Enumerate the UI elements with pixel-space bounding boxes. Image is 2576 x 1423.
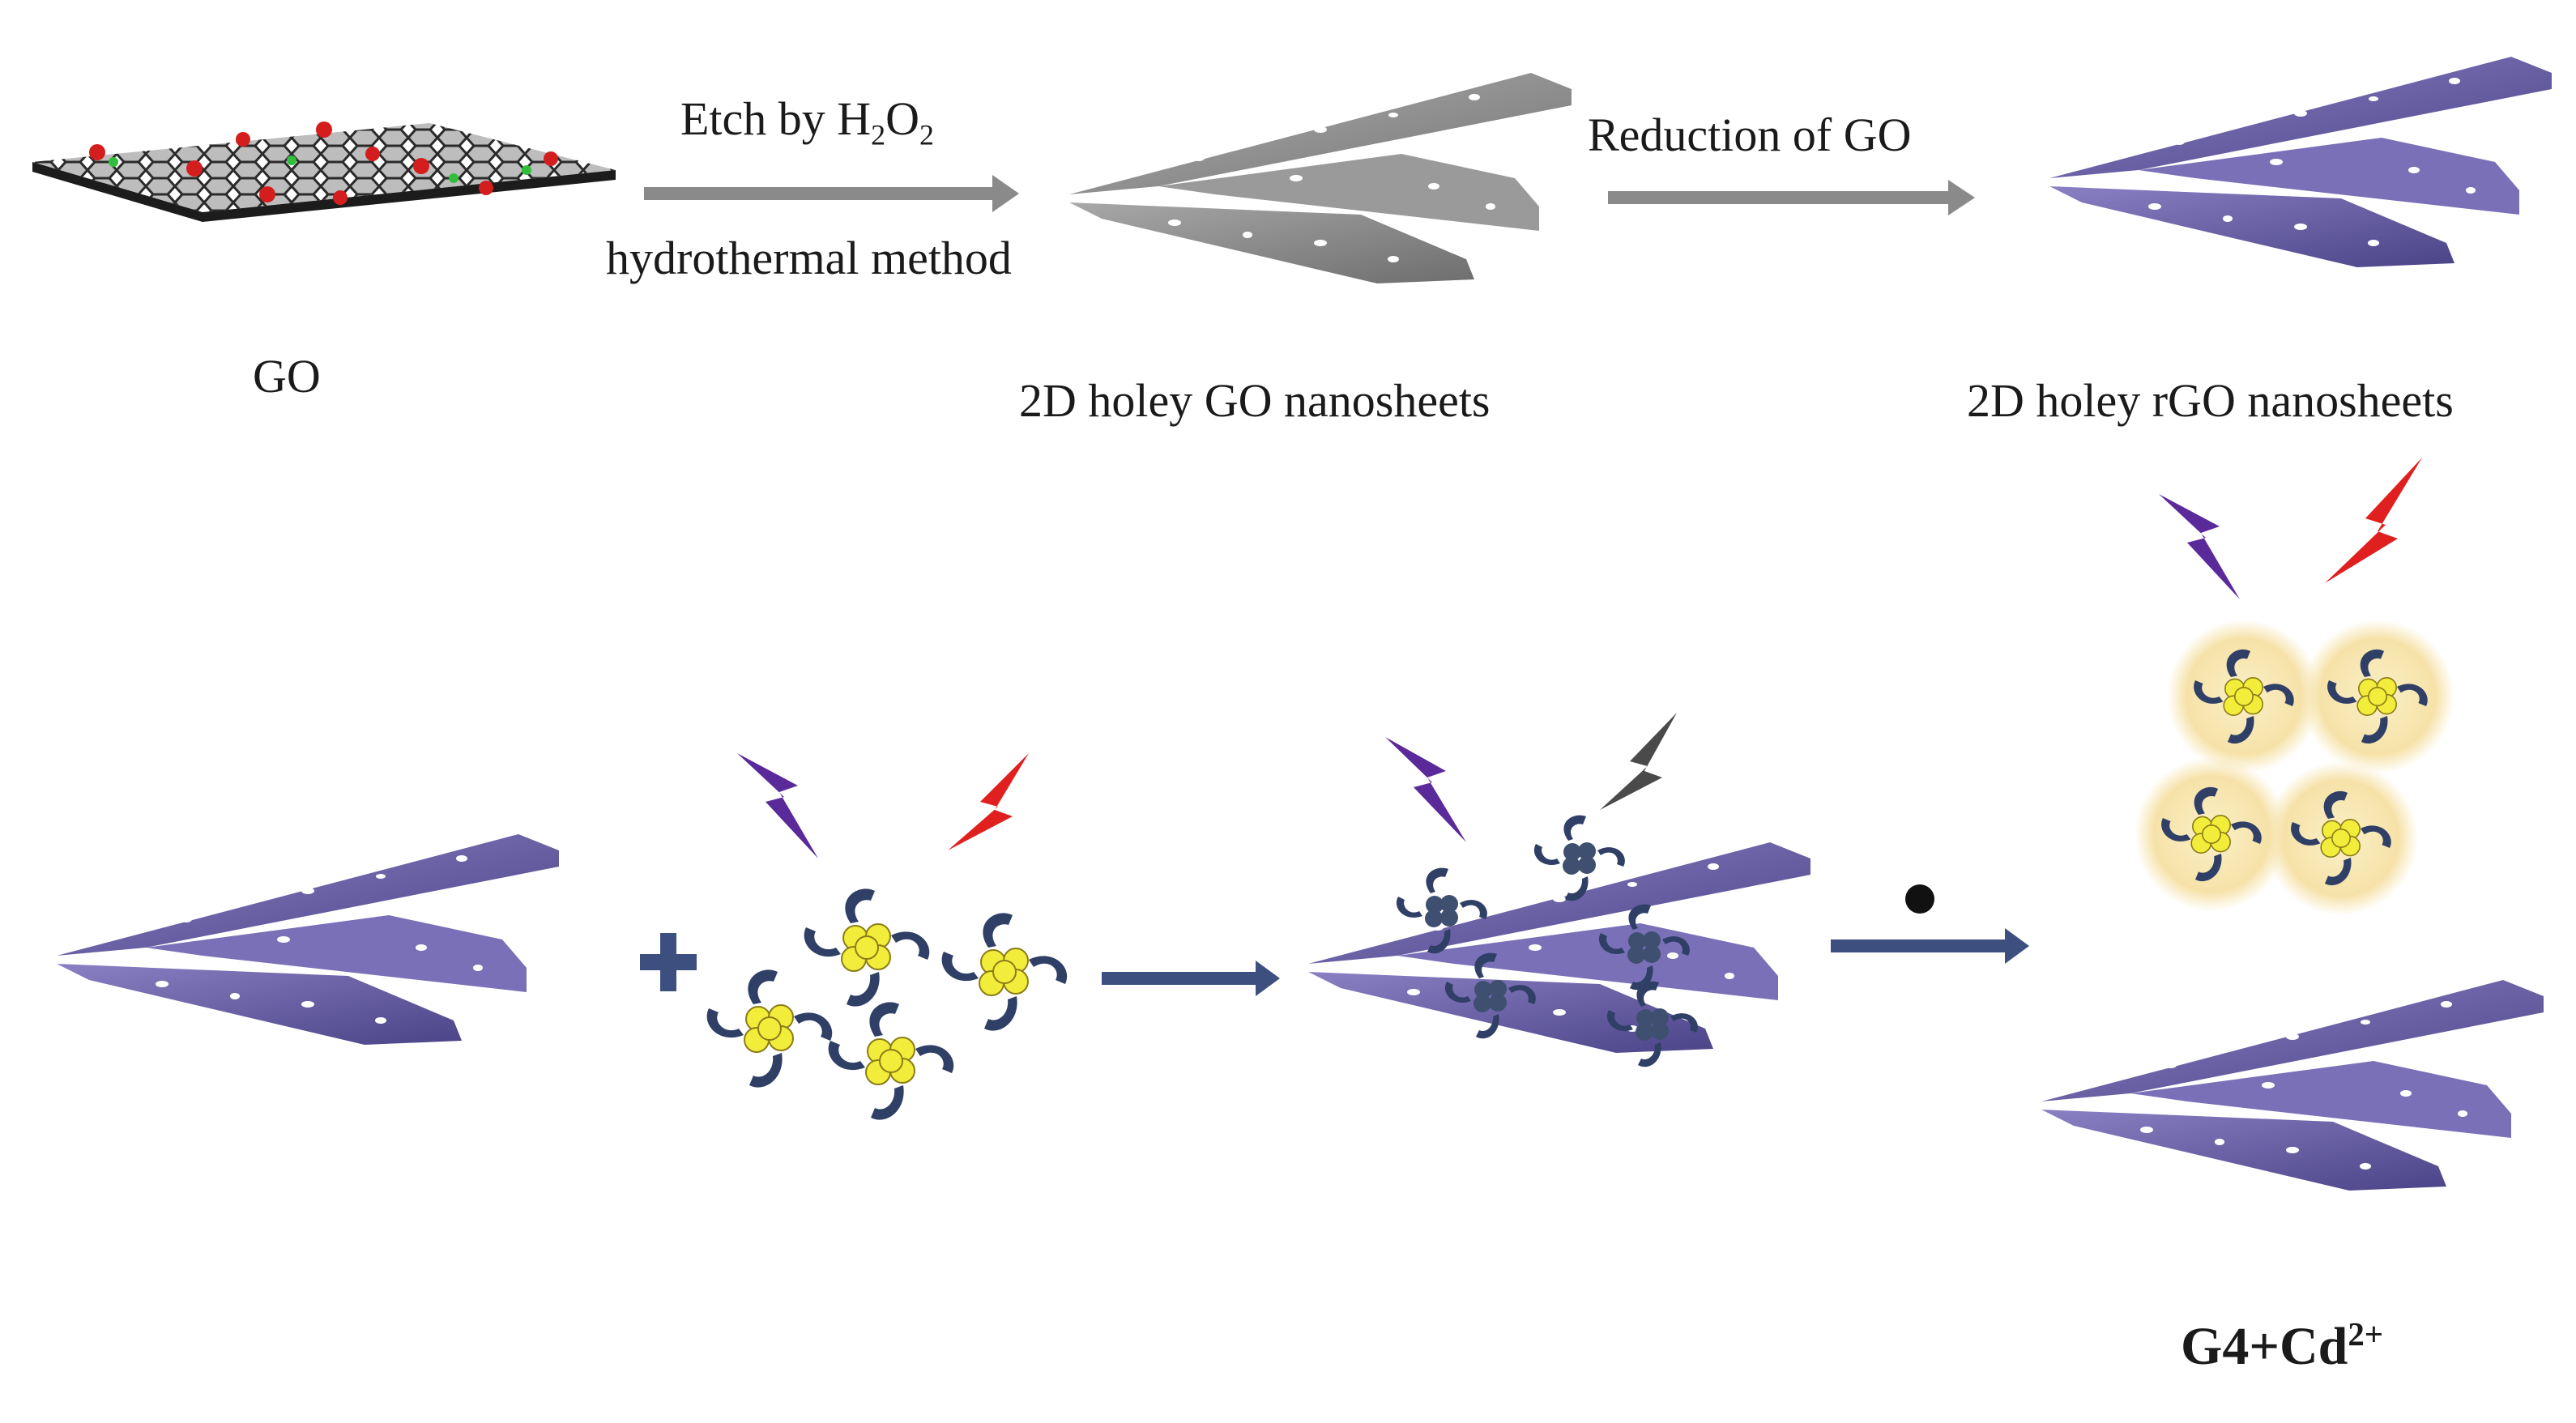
red-bolt-icon <box>948 753 1029 850</box>
label-go: GO <box>253 350 321 403</box>
purple-bolt-icon <box>737 753 818 858</box>
holey-rgo-sheets <box>2049 57 2552 267</box>
red-bolt-icon-2 <box>2325 458 2422 583</box>
rgo-sheets-recovered <box>2041 980 2544 1191</box>
label-etch: Etch by H2O2 <box>680 92 935 151</box>
arrow-release <box>1831 928 2029 964</box>
arrow-reduction <box>1608 180 1975 215</box>
go-sheet <box>32 121 616 222</box>
purple-bolt-icon-3 <box>2159 494 2240 599</box>
label-holey-rgo: 2D holey rGO nanosheets <box>1967 374 2454 427</box>
oxygen-groups <box>89 121 558 205</box>
rgo-sheets-input <box>57 834 559 1045</box>
plus-icon <box>640 933 697 991</box>
arrow-etch <box>644 175 1019 212</box>
arrow-adsorption <box>1102 961 1280 996</box>
cd-ion-dot <box>1905 884 1934 914</box>
rgo-sheets-complex <box>1308 842 1810 1053</box>
gray-bolt-icon <box>1600 713 1677 810</box>
holey-go-sheets <box>1069 73 1572 283</box>
label-hydrothermal: hydrothermal method <box>606 232 1012 284</box>
label-result: G4+Cd2+ <box>2181 1316 2384 1376</box>
g4-cd-complexes <box>2135 620 2454 915</box>
label-holey-go: 2D holey GO nanosheets <box>1019 374 1491 427</box>
purple-bolt-icon-2 <box>1385 737 1466 842</box>
g4-cluster-free <box>706 888 1068 1121</box>
label-reduction: Reduction of GO <box>1588 109 1912 161</box>
